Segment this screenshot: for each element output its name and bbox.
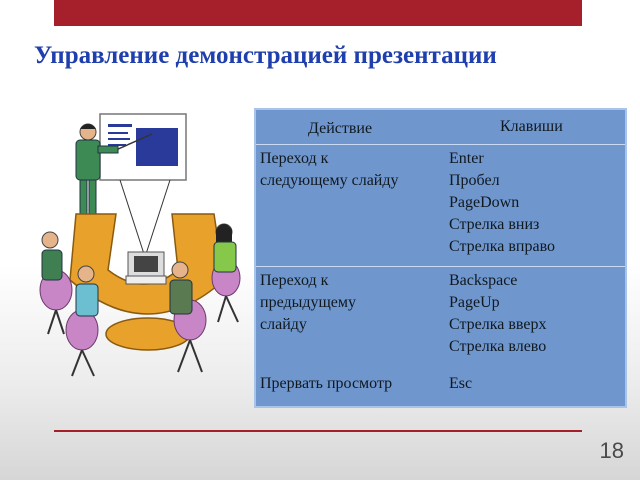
- slide-title: Управление демонстрацией презентации: [34, 42, 497, 69]
- action-text: предыдущему: [260, 294, 357, 311]
- key-text: Пробел: [449, 172, 500, 189]
- row-prev-keys: Backspace PageUp Стрелка вверх Стрелка в…: [449, 270, 546, 358]
- key-text: Стрелка вверх: [449, 316, 547, 333]
- row-next-keys: Enter Пробел PageDown Стрелка вниз Стрел…: [449, 148, 555, 258]
- key-text: Esc: [449, 375, 473, 392]
- page-number: 18: [599, 438, 624, 463]
- key-text: PageUp: [449, 294, 500, 311]
- key-text: Backspace: [449, 272, 518, 289]
- row-exit-keys: Esc: [449, 373, 472, 395]
- action-text: слайду: [260, 316, 307, 333]
- top-accent-bar: [54, 0, 582, 26]
- row-prev-action: Переход к предыдущему слайду: [260, 270, 356, 336]
- keyboard-shortcuts-table: Действие Клавиши Переход к следующему сл…: [254, 108, 627, 408]
- presentation-meeting-clipart-icon: [28, 110, 250, 400]
- row-exit-action: Прервать просмотр: [260, 373, 392, 395]
- header-action: Действие: [308, 120, 373, 137]
- key-text: PageDown: [449, 194, 520, 211]
- table-divider: [256, 144, 625, 145]
- key-text: Enter: [449, 150, 484, 167]
- key-text: Стрелка вниз: [449, 216, 540, 233]
- action-text: Переход к: [260, 150, 329, 167]
- key-text: Стрелка вправо: [449, 238, 556, 255]
- action-text: следующему слайду: [260, 172, 399, 189]
- header-keys: Клавиши: [500, 118, 563, 135]
- row-next-action: Переход к следующему слайду: [260, 148, 399, 192]
- table-divider: [256, 266, 625, 267]
- key-text: Стрелка влево: [449, 338, 547, 355]
- action-text: Прервать просмотр: [260, 375, 393, 392]
- action-text: Переход к: [260, 272, 329, 289]
- bottom-accent-line: [54, 430, 582, 432]
